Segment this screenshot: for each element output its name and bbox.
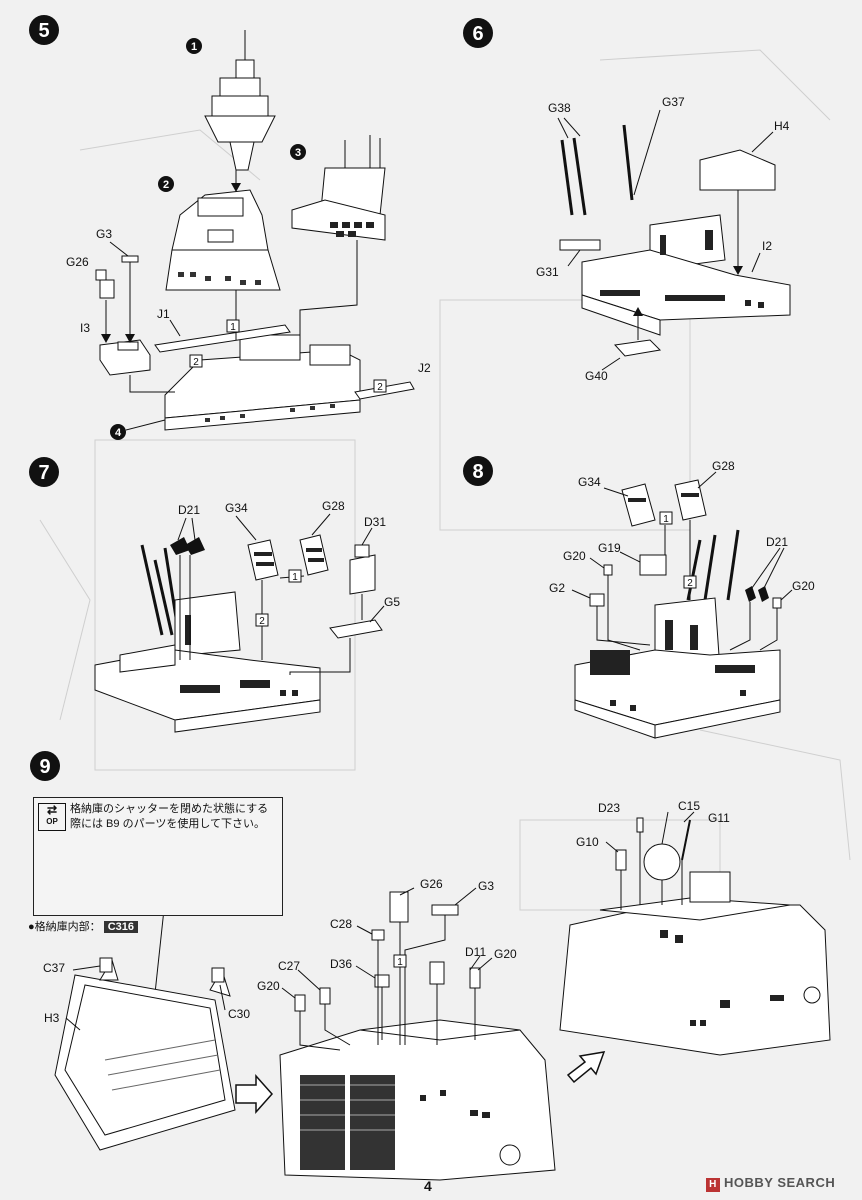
part-label: G20: [494, 947, 517, 961]
sub-badge-1: 1: [186, 38, 202, 54]
svg-text:2: 2: [259, 616, 265, 627]
svg-text:1: 1: [663, 514, 669, 525]
step-5: 5: [29, 15, 431, 440]
part-label: C15: [678, 799, 700, 813]
step-6: 6 G38: [463, 18, 791, 383]
watermark-text: HOBBY SEARCH: [724, 1175, 836, 1190]
part-label: G20: [563, 549, 586, 563]
part-label: G37: [662, 95, 685, 109]
sub-badge-4: 4: [110, 424, 126, 440]
seq-box-2b: 2: [373, 379, 387, 393]
part-label: G19: [598, 541, 621, 555]
part-label: D31: [364, 515, 386, 529]
note-text: 格納庫のシャッターを閉めた状態にする際には B9 のパーツを使用して下さい。: [70, 803, 269, 830]
part-label: G26: [66, 255, 89, 269]
part-label: D23: [598, 801, 620, 815]
part-label: G11: [708, 811, 730, 825]
seq-box-2: 2: [255, 613, 269, 627]
svg-text:1: 1: [397, 957, 403, 968]
part-label: G5: [384, 595, 400, 609]
seq-box-1: 1: [226, 319, 240, 333]
part-label: D21: [766, 535, 788, 549]
step-number: 5: [38, 20, 49, 42]
sub-badge-2: 2: [158, 176, 174, 192]
part-label: C28: [330, 917, 352, 931]
part-label: G31: [536, 265, 559, 279]
part-label: J1: [157, 307, 170, 321]
part-label: H3: [44, 1011, 60, 1025]
page-number: 4: [424, 1178, 432, 1194]
seq-box-2: 2: [189, 354, 203, 368]
step-number: 8: [472, 461, 483, 483]
step-number: 6: [472, 23, 483, 45]
hangar-interior-label: ●格納庫内部： C316: [28, 918, 139, 934]
part-label: G20: [792, 579, 815, 593]
op-icon: ⇄ OP: [38, 803, 66, 831]
part-label: C30: [228, 1007, 250, 1021]
color-code-badge: C316: [103, 921, 139, 933]
seq-box-1: 1: [393, 954, 407, 968]
arrow-right-icon: [235, 1074, 274, 1114]
background-ghost-art: [39, 49, 851, 911]
part-label: G28: [322, 499, 345, 513]
sub-badge-3: 3: [290, 144, 306, 160]
part-label: G2: [549, 581, 565, 595]
svg-text:2: 2: [687, 578, 693, 589]
seq-box-2: 2: [683, 575, 697, 589]
step-number: 7: [38, 462, 49, 484]
part-label: G34: [578, 475, 601, 489]
optional-note-box: ⇄ OP 格納庫のシャッターを閉めた状態にする際には B9 のパーツを使用して下…: [33, 797, 283, 916]
part-label: G3: [478, 879, 494, 893]
part-label: I2: [762, 239, 772, 253]
step-7: 7: [29, 457, 400, 733]
svg-text:4: 4: [115, 427, 122, 439]
svg-text:2: 2: [163, 179, 169, 191]
op-label: OP: [46, 817, 58, 826]
seq-box-1: 1: [659, 511, 673, 525]
part-label: D36: [330, 957, 352, 971]
part-label: C37: [43, 961, 65, 975]
part-label: G40: [585, 369, 608, 383]
op-arrows-icon: ⇄: [46, 803, 58, 817]
part-label: D21: [178, 503, 200, 517]
part-label: D11: [465, 945, 486, 959]
svg-text:2: 2: [377, 382, 383, 393]
step-8: 8: [463, 456, 815, 739]
seq-box-1: 1: [288, 569, 302, 583]
svg-text:1: 1: [191, 41, 197, 53]
hobby-search-logo-icon: H: [706, 1178, 720, 1192]
part-label: G34: [225, 501, 248, 515]
part-label: G10: [576, 835, 599, 849]
part-label: G3: [96, 227, 112, 241]
part-label: G28: [712, 459, 735, 473]
part-label: G38: [548, 101, 571, 115]
part-label: I3: [80, 321, 90, 335]
storage-label-text: ●格納庫内部：: [28, 921, 101, 933]
part-label: J2: [418, 361, 431, 375]
part-label: H4: [774, 119, 790, 133]
svg-text:2: 2: [193, 357, 199, 368]
step-number: 9: [39, 756, 50, 778]
svg-text:3: 3: [295, 147, 301, 159]
part-label: G26: [420, 877, 443, 891]
svg-text:1: 1: [292, 572, 298, 583]
part-label: G20: [257, 979, 280, 993]
watermark: H HOBBY SEARCH: [706, 1175, 835, 1192]
svg-text:1: 1: [230, 322, 236, 333]
arrow-up-right-icon: [566, 1051, 606, 1084]
part-label: C27: [278, 959, 300, 973]
